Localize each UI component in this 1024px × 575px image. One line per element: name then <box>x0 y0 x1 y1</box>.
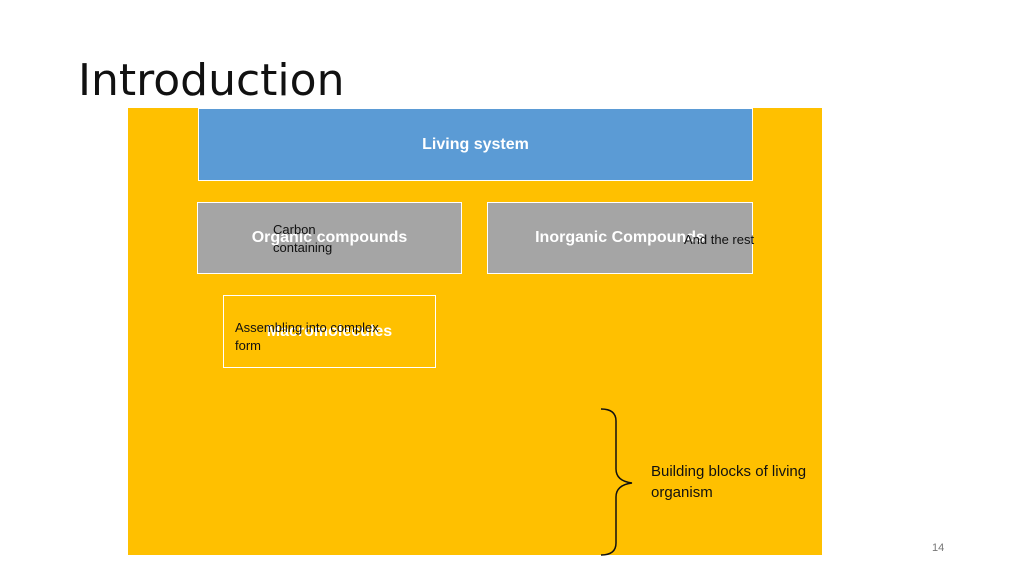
macromolecules-box: Macromolecules <box>223 295 436 368</box>
inorganic-compounds-label: Inorganic Compounds <box>535 229 705 246</box>
page-number: 14 <box>932 542 945 554</box>
slide-title: Introduction <box>78 55 345 106</box>
inorganic-compounds-box: Inorganic Compounds <box>487 202 753 274</box>
assembling-note: Assembling into complex form <box>235 320 379 353</box>
building-blocks-note: Building blocks of living organism <box>651 463 807 501</box>
macromolecules-label: Macromolecules <box>266 322 393 340</box>
organic-compounds-box: Organic compounds <box>197 202 462 274</box>
living-system-label: Living system <box>422 135 529 153</box>
carbon-containing-note: Carbon containing <box>273 222 333 255</box>
diagram-panel <box>128 108 822 555</box>
organic-compounds-label: Organic compounds <box>251 229 408 246</box>
curly-brace-icon <box>600 408 633 556</box>
living-system-box: Living system <box>198 108 753 181</box>
and-the-rest-note: And the rest <box>684 232 755 247</box>
